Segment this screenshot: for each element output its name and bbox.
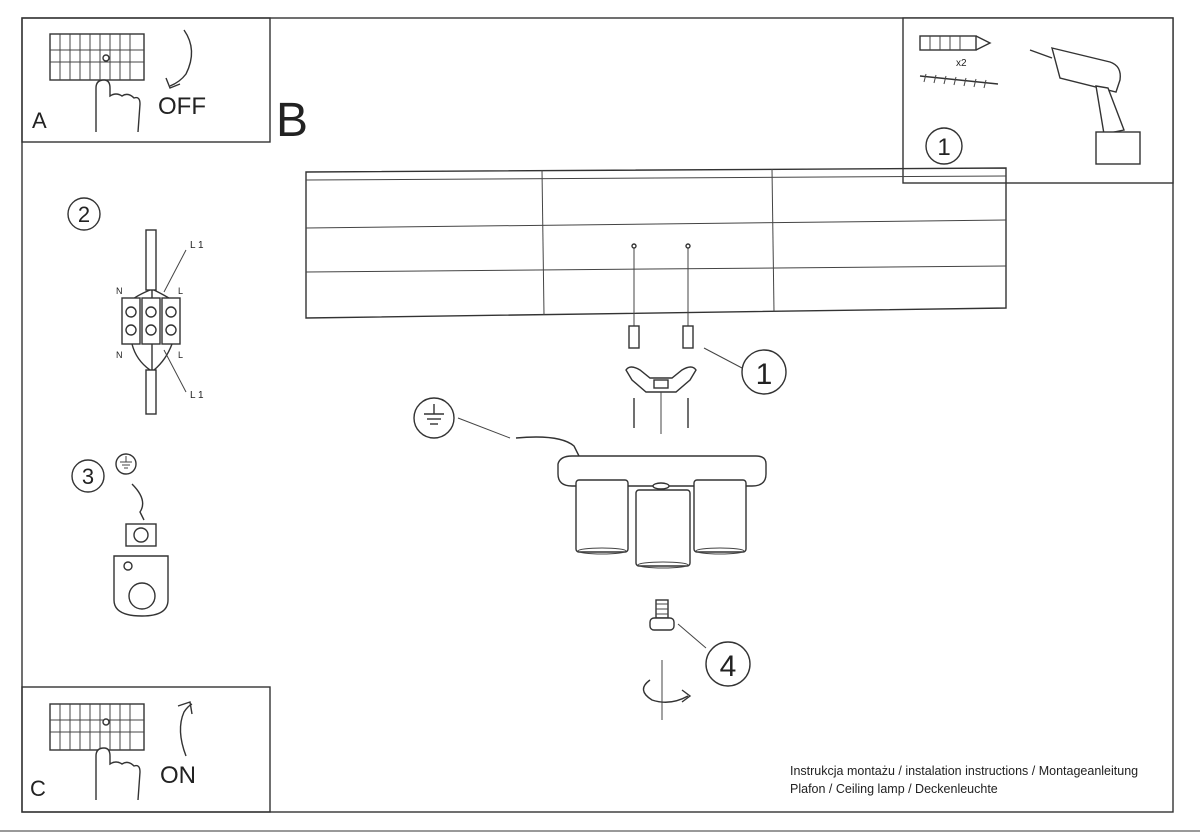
arrow-up-icon: [179, 703, 193, 757]
screw-step-circle: [705, 641, 751, 687]
breaker-panel-on-icon: [49, 703, 145, 751]
bracket-step-number: 1: [756, 358, 773, 391]
tools-panel: x2 1: [902, 17, 1174, 184]
footer-line-2: Plafon / Ceiling lamp / Deckenleuchte: [790, 782, 998, 796]
wiring-step: 2 L 1 L 1 N N L L: [67, 197, 204, 415]
lamp-spot-right: [693, 479, 747, 553]
quantity-label: x2: [956, 58, 967, 69]
panel-a-letter: A: [32, 108, 47, 133]
ground-wire: [515, 436, 581, 459]
ceiling: [305, 167, 1007, 319]
wiring-step-number: 2: [78, 202, 90, 227]
terminal-block: [121, 297, 181, 345]
tools-step-circle: [925, 127, 963, 165]
ground-step-circle: [71, 459, 105, 493]
arrow-down-icon: [169, 29, 193, 87]
lamp-spot-left: [575, 479, 629, 553]
wire-label-l-bottom: L: [178, 350, 183, 360]
mounting-bracket: 1: [625, 243, 787, 434]
footer-line-1: Instrukcja montażu / instalation instruc…: [790, 764, 1139, 778]
ceiling-lamp: [557, 455, 767, 569]
lamp-base-plate: [557, 455, 767, 487]
breaker-panel-icon: [49, 33, 145, 81]
ground-symbol-icon: [413, 397, 455, 439]
wire-label-n-bottom: N: [116, 350, 123, 360]
panel-c-state: ON: [160, 762, 196, 789]
cable-top: [145, 229, 157, 291]
footer-caption: Instrukcja montażu / instalation instruc…: [790, 762, 1138, 798]
rotate-arrow-icon: [642, 679, 689, 703]
wire-label-l1-bottom: L 1: [190, 390, 204, 401]
panel-a-state: OFF: [158, 93, 206, 120]
wiring-step-circle: [67, 197, 101, 231]
screw-icon: [919, 73, 999, 89]
fixing-screw: 4: [642, 599, 751, 720]
lamp-spot-center: [635, 489, 691, 567]
hand-on-icon: [95, 747, 141, 801]
bracket-step-circle: [741, 349, 787, 395]
wall-plug-icon: [919, 35, 992, 51]
outer-frame: [21, 17, 1174, 813]
wire-label-n-top: N: [116, 286, 123, 296]
panel-b-letter: B: [276, 94, 308, 147]
panel-c-letter: C: [30, 776, 46, 801]
screw-step-number: 4: [720, 650, 737, 683]
hand-icon: [95, 79, 141, 133]
tools-step-number: 1: [937, 134, 950, 161]
screw-knob: [649, 617, 675, 631]
wire-label-l1-top: L 1: [190, 240, 204, 251]
ground-small-icon: [115, 453, 137, 475]
ground-callout: [413, 397, 581, 459]
ground-step: 3: [71, 453, 169, 617]
panel-c-frame: [21, 686, 271, 813]
panel-a: OFF A: [21, 17, 271, 143]
wall-plug-right: [682, 325, 694, 349]
drill-icon: [1029, 47, 1141, 165]
cable-bottom: [145, 369, 157, 415]
wire-label-l-top: L: [178, 286, 183, 296]
panel-c: ON C: [21, 686, 271, 813]
wall-plug-left: [628, 325, 640, 349]
panel-a-frame: [21, 17, 271, 143]
ground-step-number: 3: [82, 464, 94, 489]
